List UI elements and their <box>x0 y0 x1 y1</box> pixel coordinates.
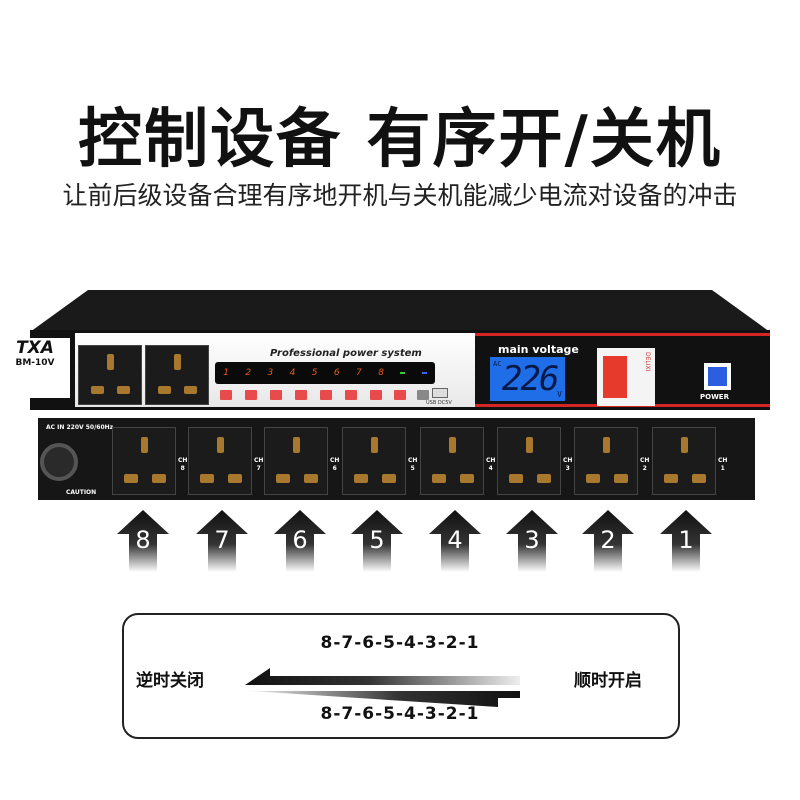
up-arrow-icon <box>660 510 712 572</box>
arrow-number: 2 <box>600 526 615 554</box>
up-arrow-icon <box>429 510 481 572</box>
panel-title: Professional power system <box>270 348 422 359</box>
arrow-number: 1 <box>678 526 693 554</box>
led-3: 3 <box>267 368 274 378</box>
voltage-display: AC 226 V <box>490 357 565 401</box>
channel-button-8[interactable] <box>394 390 406 400</box>
channel-button-5[interactable] <box>320 390 332 400</box>
power-label: POWER <box>700 393 729 401</box>
sequence-top: 8-7-6-5-4-3-2-1 <box>320 633 480 653</box>
left-arrow-icon <box>245 668 520 685</box>
led-6: 6 <box>333 368 340 378</box>
caution-label: CAUTION <box>66 489 97 496</box>
arrow-number: 4 <box>447 526 462 554</box>
rear-socket-1 <box>652 427 716 495</box>
channel-button-6[interactable] <box>345 390 357 400</box>
breaker-handle[interactable] <box>603 356 627 398</box>
arrow-number: 3 <box>524 526 539 554</box>
device-lid <box>30 290 770 332</box>
rear-socket-8 <box>112 427 176 495</box>
led-8: 8 <box>378 368 384 378</box>
usb-label: USB DC5V <box>426 400 452 406</box>
subheadline: 让前后级设备合理有序地开机与关机能减少电流对设备的冲击 <box>62 181 738 210</box>
up-arrow-3: 3 <box>502 508 562 576</box>
led-7: 7 <box>356 368 362 378</box>
off-sequence-label: 逆时关闭 <box>136 671 204 691</box>
led-2: 2 <box>245 368 252 378</box>
front-socket-1 <box>78 345 142 405</box>
sequence-arrows <box>245 668 520 707</box>
ac-in-label: AC IN 220V 50/60Hz <box>46 424 114 431</box>
circuit-breaker[interactable]: DELIXI <box>597 348 655 406</box>
channel-button-7[interactable] <box>370 390 382 400</box>
extra-button[interactable] <box>417 390 429 400</box>
brand-badge: TXA BM-10V <box>0 338 70 398</box>
sequence-box <box>122 613 680 739</box>
rear-socket-2 <box>574 427 638 495</box>
arrow-number: 5 <box>369 526 384 554</box>
ac-label: AC <box>493 360 502 368</box>
up-arrow-icon <box>582 510 634 572</box>
sequence-bottom: 8-7-6-5-4-3-2-1 <box>320 704 480 724</box>
arrow-number: 6 <box>292 526 307 554</box>
rear-socket-4 <box>420 427 484 495</box>
up-arrow-icon <box>196 510 248 572</box>
up-arrow-8: 8 <box>113 508 173 576</box>
led-5: 5 <box>311 368 318 378</box>
on-sequence-label: 顺时开启 <box>574 671 642 691</box>
up-arrow-4: 4 <box>425 508 485 576</box>
channel-button-2[interactable] <box>245 390 257 400</box>
up-arrow-icon <box>274 510 326 572</box>
rear-socket-6 <box>264 427 328 495</box>
up-arrow-icon <box>351 510 403 572</box>
up-arrow-1: 1 <box>656 508 716 576</box>
rear-socket-5 <box>342 427 406 495</box>
headline: 控制设备 有序开/关机 <box>78 103 722 177</box>
up-arrow-2: 2 <box>578 508 638 576</box>
voltage-unit: V <box>557 390 562 399</box>
arrow-number: 8 <box>135 526 150 554</box>
channel-button-4[interactable] <box>295 390 307 400</box>
right-arrow-icon <box>250 691 520 707</box>
breaker-brand: DELIXI <box>644 352 651 372</box>
model-label: BM-10V <box>15 358 55 368</box>
power-cord-icon <box>40 443 78 481</box>
usb-port-icon <box>432 388 448 398</box>
voltage-value: 226 <box>502 359 559 399</box>
up-arrow-5: 5 <box>347 508 407 576</box>
up-arrow-icon <box>117 510 169 572</box>
up-arrow-7: 7 <box>192 508 252 576</box>
brand-logo: TXA <box>16 338 54 358</box>
up-arrow-6: 6 <box>270 508 330 576</box>
rear-socket-7 <box>188 427 252 495</box>
channel-led-strip: 1 2 3 4 5 6 7 8 <box>215 362 435 384</box>
led-4: 4 <box>289 368 296 378</box>
rear-socket-3 <box>497 427 561 495</box>
channel-button-3[interactable] <box>270 390 282 400</box>
channel-button-1[interactable] <box>220 390 232 400</box>
voltage-label: main voltage <box>498 343 579 356</box>
up-arrow-icon <box>506 510 558 572</box>
front-socket-2 <box>145 345 209 405</box>
led-1: 1 <box>223 368 229 378</box>
power-button[interactable] <box>704 363 731 390</box>
arrow-number: 7 <box>214 526 229 554</box>
